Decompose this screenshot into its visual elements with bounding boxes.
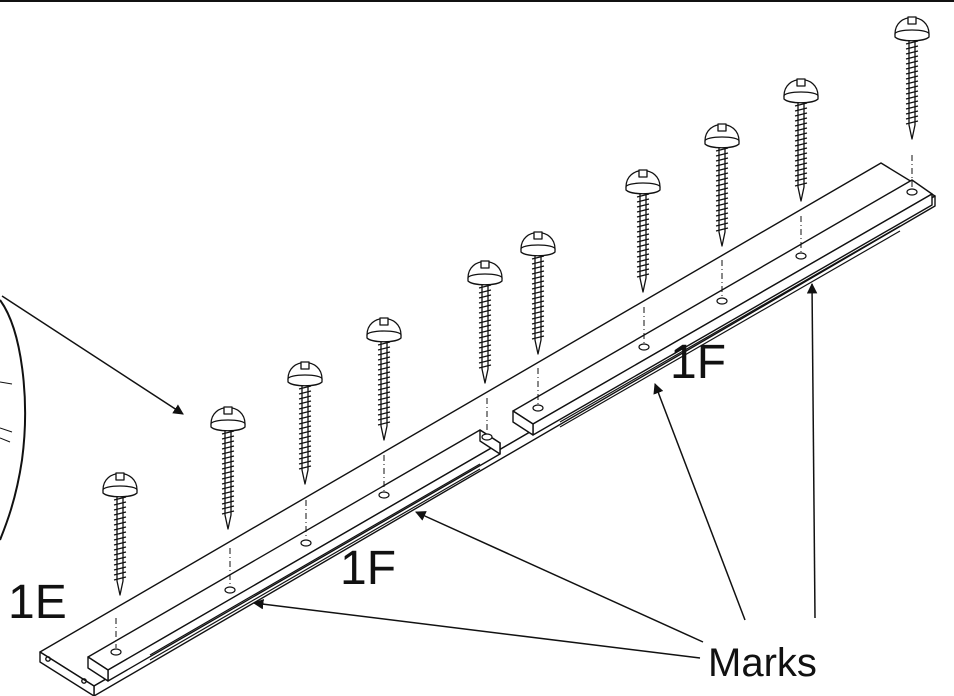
screw-icon [625, 169, 661, 293]
detail-magnifier-circle [0, 299, 27, 541]
screws [102, 16, 930, 596]
arrow-mark-1 [252, 598, 701, 659]
screw-icon [102, 472, 138, 596]
arrow-mark-4 [806, 282, 818, 619]
label-1f-upper: 1F [670, 336, 726, 389]
arrow-mark-2 [415, 511, 704, 643]
leader-arrows [1, 282, 818, 659]
screw-icon [894, 16, 930, 140]
guide-lines [115, 155, 913, 648]
screw-icon [704, 123, 740, 247]
screw-icon [210, 406, 246, 530]
screw-icon [366, 317, 402, 441]
label-marks: Marks [708, 641, 817, 685]
label-1e: 1E [8, 576, 67, 629]
screw-icon [783, 78, 819, 202]
strip-1f-lower [87, 429, 501, 682]
arrow-detail [1, 295, 184, 415]
label-1f-lower: 1F [340, 542, 396, 595]
screw-holes [110, 188, 918, 656]
alignment-marks [149, 225, 901, 661]
screw-icon [520, 231, 556, 355]
screw-icon [467, 260, 503, 384]
screw-icon [287, 361, 323, 485]
arrow-mark-3 [653, 383, 746, 621]
